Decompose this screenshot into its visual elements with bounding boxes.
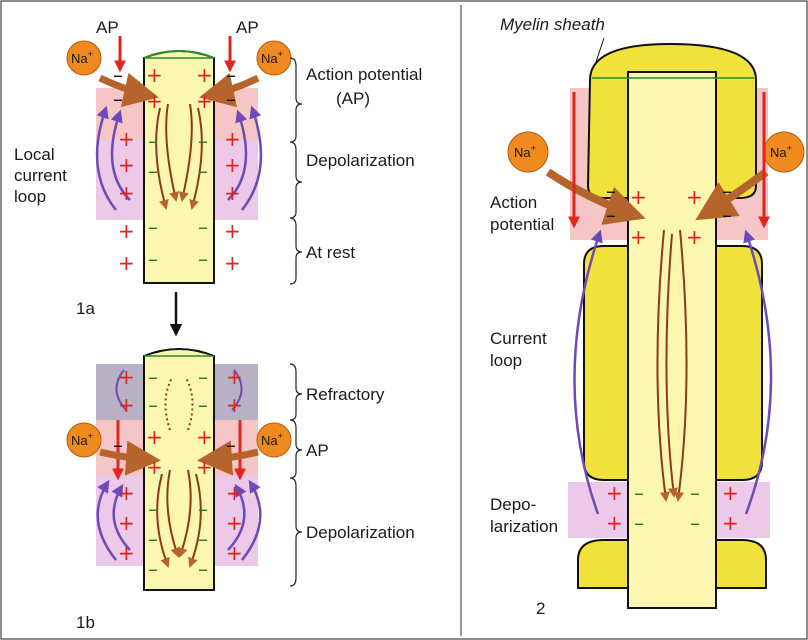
svg-text:+: + [196, 425, 213, 449]
svg-text:–: – [148, 247, 158, 271]
svg-text:+: + [224, 251, 241, 275]
svg-text:–: – [634, 511, 644, 535]
svg-text:+: + [118, 251, 135, 275]
svg-text:+: + [118, 181, 135, 205]
svg-text:–: – [198, 129, 208, 153]
myelin-segment-bottom-left [578, 540, 628, 588]
svg-text:+: + [118, 511, 135, 535]
svg-text:–: – [198, 215, 208, 239]
svg-text:+: + [146, 455, 163, 479]
svg-text:+: + [630, 185, 647, 209]
svg-text:+: + [118, 127, 135, 151]
svg-text:+: + [118, 541, 135, 565]
svg-text:+: + [722, 511, 739, 535]
svg-text:–: – [148, 393, 158, 417]
svg-text:+: + [224, 127, 241, 151]
svg-text:–: – [148, 159, 158, 183]
svg-text:–: – [690, 481, 700, 505]
svg-text:+: + [118, 219, 135, 243]
depol-zone-left [96, 140, 144, 220]
svg-text:–: – [198, 393, 208, 417]
svg-text:–: – [226, 63, 236, 87]
svg-text:+: + [224, 153, 241, 177]
svg-text:+: + [146, 63, 163, 87]
svg-text:–: – [113, 63, 123, 87]
state-refractory-label: Refractory [306, 385, 385, 404]
figure-label-1b: 1b [76, 613, 95, 632]
svg-text:–: – [148, 365, 158, 389]
svg-text:+: + [226, 511, 243, 535]
svg-text:–: – [722, 203, 732, 227]
svg-text:+: + [686, 225, 703, 249]
svg-text:–: – [198, 527, 208, 551]
svg-text:–: – [606, 203, 616, 227]
svg-text:–: – [148, 129, 158, 153]
svg-text:–: – [690, 511, 700, 535]
ap-label-left: AP [96, 18, 119, 37]
svg-text:+: + [224, 181, 241, 205]
svg-text:+: + [226, 393, 243, 417]
svg-text:–: – [722, 179, 732, 203]
svg-text:–: – [148, 557, 158, 581]
svg-text:–: – [113, 87, 123, 111]
svg-text:–: – [148, 215, 158, 239]
depol-zone-right [214, 140, 258, 220]
svg-text:+: + [196, 455, 213, 479]
svg-text:–: – [113, 433, 123, 457]
svg-text:+: + [686, 185, 703, 209]
svg-text:+: + [118, 393, 135, 417]
figure-label-2: 2 [536, 599, 545, 618]
myelin-segment-middle-right [716, 246, 762, 480]
myelin-segment-bottom-right [716, 540, 766, 588]
myelin-sheath-label: Myelin sheath [500, 15, 605, 34]
svg-text:+: + [146, 89, 163, 113]
svg-text:+: + [118, 153, 135, 177]
figure-label-1a: 1a [76, 299, 95, 318]
svg-text:–: – [148, 497, 158, 521]
svg-text:+: + [196, 89, 213, 113]
ap-zone-right [214, 420, 258, 476]
svg-text:–: – [148, 527, 158, 551]
svg-text:+: + [606, 511, 623, 535]
svg-text:–: – [226, 87, 236, 111]
svg-text:+: + [118, 481, 135, 505]
svg-text:–: – [606, 179, 616, 203]
state-at-rest-label: At rest [306, 243, 355, 262]
svg-text:+: + [630, 225, 647, 249]
svg-text:–: – [198, 365, 208, 389]
svg-text:–: – [198, 557, 208, 581]
state-depolarization-label: Depolarization [306, 151, 415, 170]
svg-text:+: + [606, 481, 623, 505]
svg-text:+: + [722, 481, 739, 505]
svg-text:+: + [226, 365, 243, 389]
svg-text:+: + [196, 63, 213, 87]
svg-text:–: – [634, 481, 644, 505]
svg-text:+: + [146, 425, 163, 449]
state-depolarization-label: Depolarization [306, 523, 415, 542]
svg-text:–: – [198, 497, 208, 521]
svg-text:+: + [226, 481, 243, 505]
svg-text:+: + [224, 219, 241, 243]
svg-text:–: – [198, 159, 208, 183]
svg-text:–: – [226, 433, 236, 457]
svg-text:+: + [226, 541, 243, 565]
svg-text:+: + [118, 365, 135, 389]
ap-label-right: AP [236, 18, 259, 37]
svg-text:–: – [198, 247, 208, 271]
state-ap-label: AP [306, 441, 329, 460]
myelin-segment-middle-left [584, 246, 628, 480]
